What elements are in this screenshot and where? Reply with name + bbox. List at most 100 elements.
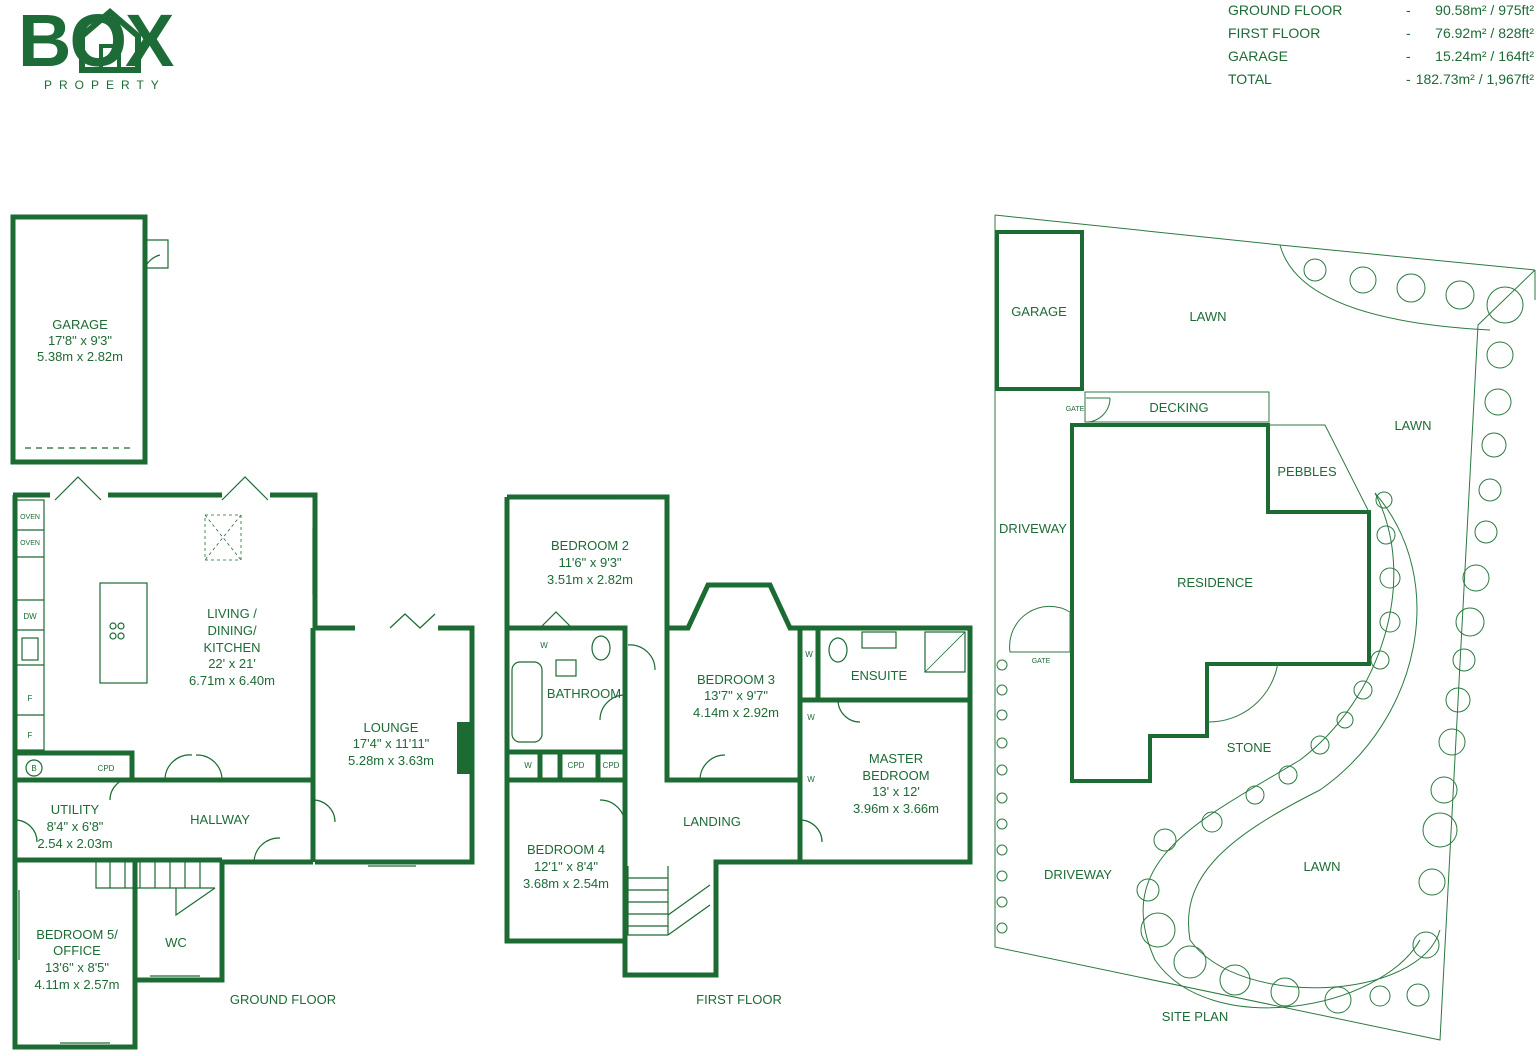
site-boundary (994, 215, 1536, 1041)
cupboard-label: CPD (568, 761, 585, 770)
room-label-bathroom: BATHROOM (547, 686, 621, 701)
svg-text:3.68m x 2.54m: 3.68m x 2.54m (523, 876, 609, 891)
door-swing (599, 799, 626, 826)
area-name: FIRST FLOOR (1228, 25, 1321, 41)
boiler-icon (25, 759, 43, 777)
area-sep: - (1406, 48, 1411, 64)
site-label-driveway: DRIVEWAY (1044, 867, 1112, 882)
first-internal-walls (507, 625, 970, 941)
driveway-gate (1009, 605, 1071, 653)
door-swing (599, 694, 626, 721)
svg-text:BEDROOM: BEDROOM (862, 768, 929, 783)
logo-subtitle: PROPERTY (44, 78, 166, 92)
svg-text:4.11m x 2.57m: 4.11m x 2.57m (34, 977, 119, 992)
svg-text:22' x 21': 22' x 21' (208, 656, 256, 671)
stairs-arrow (175, 887, 216, 917)
garage-walls (10, 214, 148, 465)
garden-path-outer (1142, 492, 1421, 1009)
first-outer-walls (504, 494, 973, 978)
door-swing (699, 754, 726, 781)
cupboard-label: CPD (98, 764, 115, 773)
room-label-bedroom3: BEDROOM 3 13'7" x 9'7" 4.14m x 2.92m (693, 672, 779, 720)
stairs (95, 862, 215, 889)
svg-text:BEDROOM 3: BEDROOM 3 (697, 672, 775, 687)
area-sep: - (1406, 25, 1411, 41)
area-name: TOTAL (1228, 71, 1272, 87)
site-label-lawn: LAWN (1394, 418, 1431, 433)
toilet-icon (591, 635, 611, 661)
logo-house-icon (79, 8, 141, 73)
ground-outer-walls (12, 492, 475, 1050)
front-door-swing (253, 837, 281, 863)
ground-internal-walls (15, 628, 316, 862)
site-label-driveway: DRIVEWAY (999, 521, 1067, 536)
svg-text:12'1" x 8'4": 12'1" x 8'4" (534, 859, 598, 874)
area-value: 76.92m² / 828ft² (1435, 25, 1534, 41)
bifold-door-marks (54, 476, 269, 501)
skylight (204, 514, 242, 561)
decking-area (1084, 391, 1270, 423)
room-label-master: MASTER BEDROOM 13' x 12' 3.96m x 3.66m (853, 751, 939, 816)
hall-double-doors (164, 754, 223, 781)
room-label-lounge: LOUNGE 17'4" x 11'11" 5.28m x 3.63m (348, 720, 434, 768)
shrub-row (996, 258, 1524, 1014)
room-label-utility: UTILITY 8'4" x 6'8" 2.54 x 2.03m (37, 802, 112, 851)
svg-text:UTILITY: UTILITY (51, 802, 100, 817)
garden-path-inner (1188, 492, 1441, 989)
svg-text:8'4" x 6'8": 8'4" x 6'8" (47, 819, 104, 834)
svg-text:OFFICE: OFFICE (53, 943, 101, 958)
svg-text:LIVING /: LIVING / (207, 606, 257, 621)
room-label-landing: LANDING (683, 814, 741, 829)
site-label-gate: GATE (1032, 658, 1051, 665)
wardrobe-label: W (807, 775, 815, 784)
oven-label: OVEN (20, 514, 40, 521)
site-label-gate: GATE (1066, 406, 1085, 413)
svg-text:13' x 12': 13' x 12' (872, 784, 920, 799)
svg-text:LOUNGE: LOUNGE (364, 720, 419, 735)
fireplace (457, 722, 471, 774)
svg-text:3.96m x 3.66m: 3.96m x 3.66m (853, 801, 939, 816)
wardrobe-label: W (540, 641, 548, 650)
door-swing (14, 819, 38, 843)
box-property-logo: BOX PROPERTY (18, 0, 208, 93)
toilet-icon (828, 637, 848, 663)
door-swing (109, 777, 133, 801)
bath-icon (511, 661, 543, 743)
site-label-garage: GARAGE (1011, 304, 1067, 319)
basin-icon (555, 659, 577, 677)
fridge-label: F (28, 731, 33, 740)
room-label-bedroom2: BEDROOM 2 11'6" x 9'3" 3.51m x 2.82m (547, 538, 633, 587)
gate-swing (1085, 397, 1111, 423)
svg-text:13'7" x 9'7": 13'7" x 9'7" (704, 688, 768, 703)
site-plan: GARAGE LAWN LAWN LAWN DECKING PEBBLES RE… (994, 214, 1536, 1041)
svg-text:6.71m x 6.40m: 6.71m x 6.40m (189, 673, 275, 688)
area-summary: GROUND FLOOR - 90.58m² / 975ft² FIRST FL… (1228, 2, 1534, 94)
room-label-living: LIVING / DINING/ KITCHEN 22' x 21' 6.71m… (189, 606, 275, 688)
lawn-edge (1279, 244, 1491, 331)
cupboard-label: CPD (603, 761, 620, 770)
site-label-lawn: LAWN (1303, 859, 1340, 874)
oven-label: OVEN (20, 540, 40, 547)
svg-text:GARAGE: GARAGE (52, 317, 108, 332)
area-sep: - (1406, 2, 1411, 18)
site-label-decking: DECKING (1149, 400, 1208, 415)
wardrobe-door (539, 611, 573, 629)
svg-text:17'8" x 9'3": 17'8" x 9'3" (48, 333, 112, 348)
svg-text:4.14m x 2.92m: 4.14m x 2.92m (693, 705, 779, 720)
door-swing (799, 819, 823, 843)
svg-text:5.28m x 3.63m: 5.28m x 3.63m (348, 753, 434, 768)
room-label-hallway: HALLWAY (190, 812, 250, 827)
room-label-ensuite: ENSUITE (851, 668, 908, 683)
site-garage (995, 230, 1084, 391)
area-row-ground: GROUND FLOOR - 90.58m² / 975ft² (1228, 2, 1534, 25)
room-label-bedroom5: BEDROOM 5/ OFFICE 13'6" x 8'5" 4.11m x 2… (34, 927, 119, 992)
logo-wordmark: BOX (18, 0, 174, 82)
svg-text:DINING/: DINING/ (207, 623, 257, 638)
door-swing (627, 644, 656, 671)
room-label-bedroom4: BEDROOM 4 12'1" x 8'4" 3.68m x 2.54m (523, 842, 609, 891)
site-label-residence: RESIDENCE (1177, 575, 1253, 590)
svg-text:KITCHEN: KITCHEN (203, 640, 260, 655)
first-floor-title: FIRST FLOOR (696, 992, 782, 1007)
garage-side-door (145, 239, 169, 269)
